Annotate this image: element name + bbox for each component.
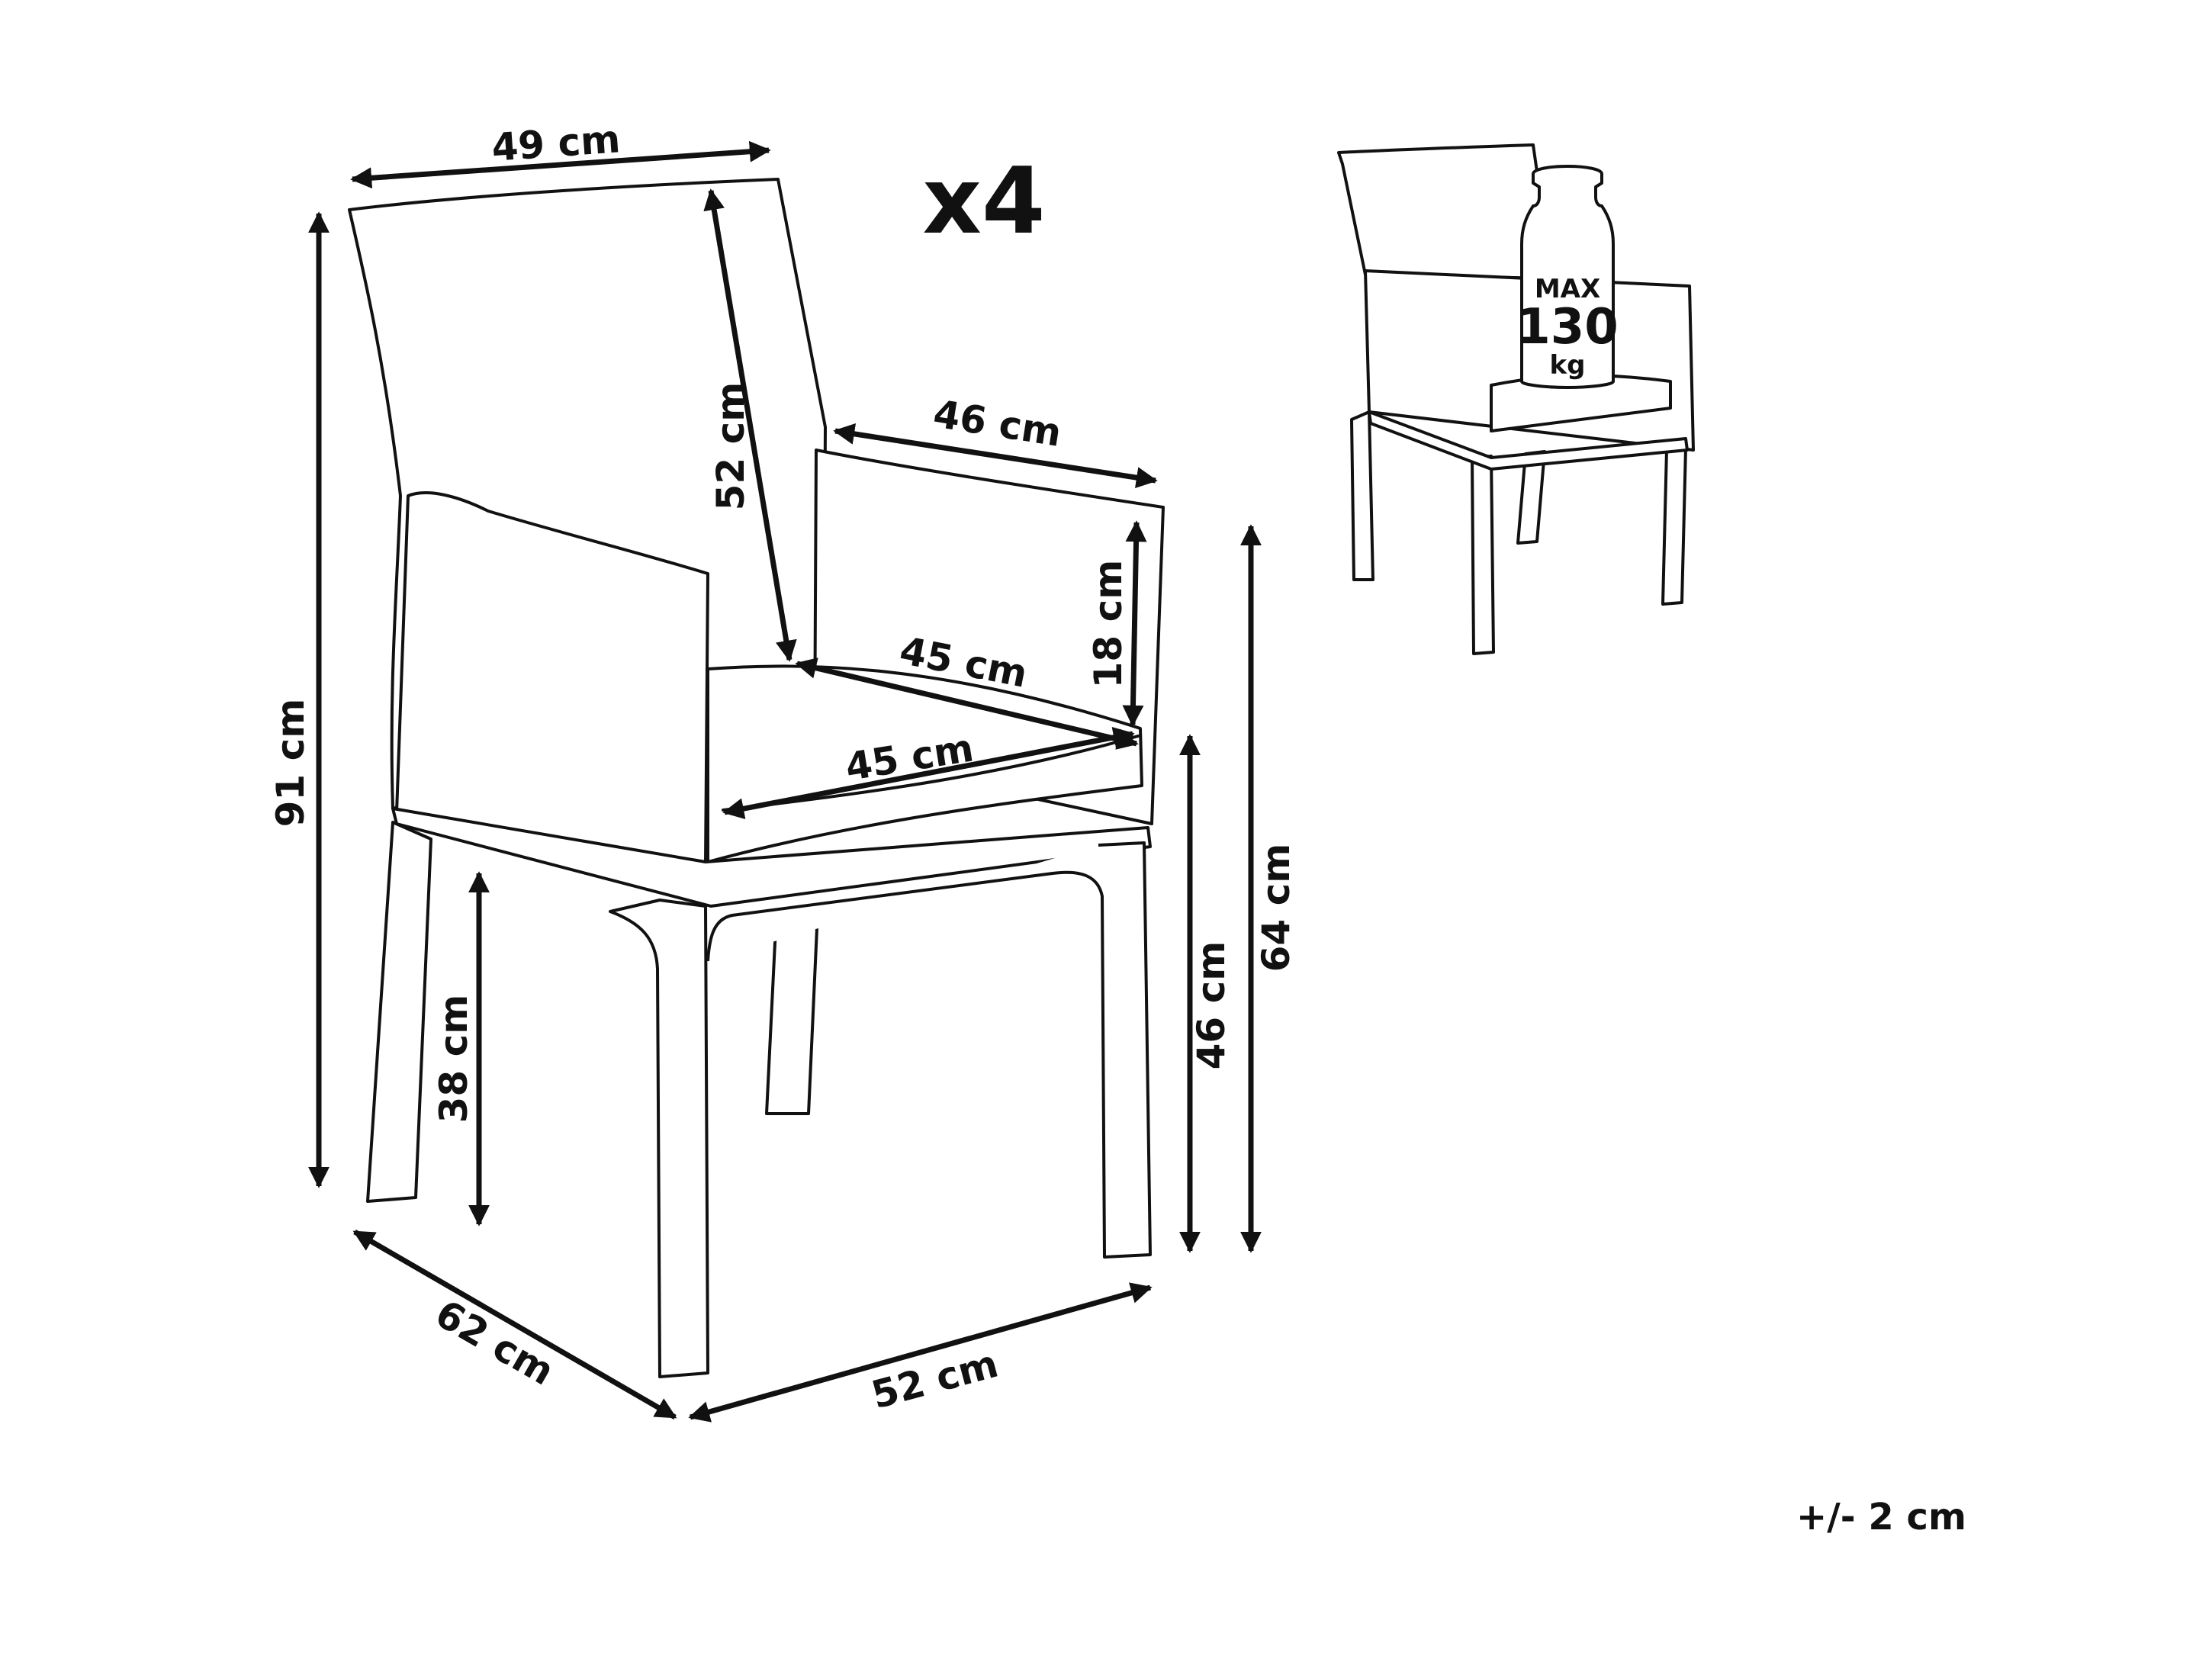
label-under-seat-height: 38 cm [432, 995, 476, 1124]
label-total-width: 52 cm [867, 1342, 1003, 1418]
label-armrest-floor-height: 64 cm [1254, 844, 1298, 973]
arrow-armrest-depth [833, 423, 1158, 488]
chair-main-drawing [348, 178, 1165, 1378]
arrow-total-depth [352, 1229, 677, 1420]
tolerance-note: +/- 2 cm [1796, 1496, 1966, 1538]
arrow-backrest-width [350, 140, 771, 189]
arrow-seat-width [722, 727, 1135, 819]
weight-badge-icon: MAX 130 kg [1516, 165, 1619, 389]
label-backrest-width: 49 cm [490, 117, 622, 170]
max-load-label: MAX [1535, 274, 1600, 304]
label-armrest-depth: 46 cm [931, 391, 1065, 455]
arrow-backrest-height [703, 188, 797, 662]
max-load-value: 130 [1516, 299, 1619, 355]
label-backrest-height: 52 cm [709, 382, 753, 511]
arrow-armrest-height [1122, 520, 1147, 727]
dimension-arrows [308, 140, 1262, 1423]
arrow-total-width [688, 1282, 1153, 1423]
quantity-label: x4 [923, 149, 1046, 255]
label-seat-height: 46 cm [1189, 941, 1233, 1070]
max-load-unit: kg [1550, 350, 1586, 381]
label-total-height: 91 cm [268, 699, 313, 828]
label-armrest-height: 18 cm [1086, 560, 1130, 689]
chair-load-illustration: MAX 130 kg [1337, 143, 1695, 655]
